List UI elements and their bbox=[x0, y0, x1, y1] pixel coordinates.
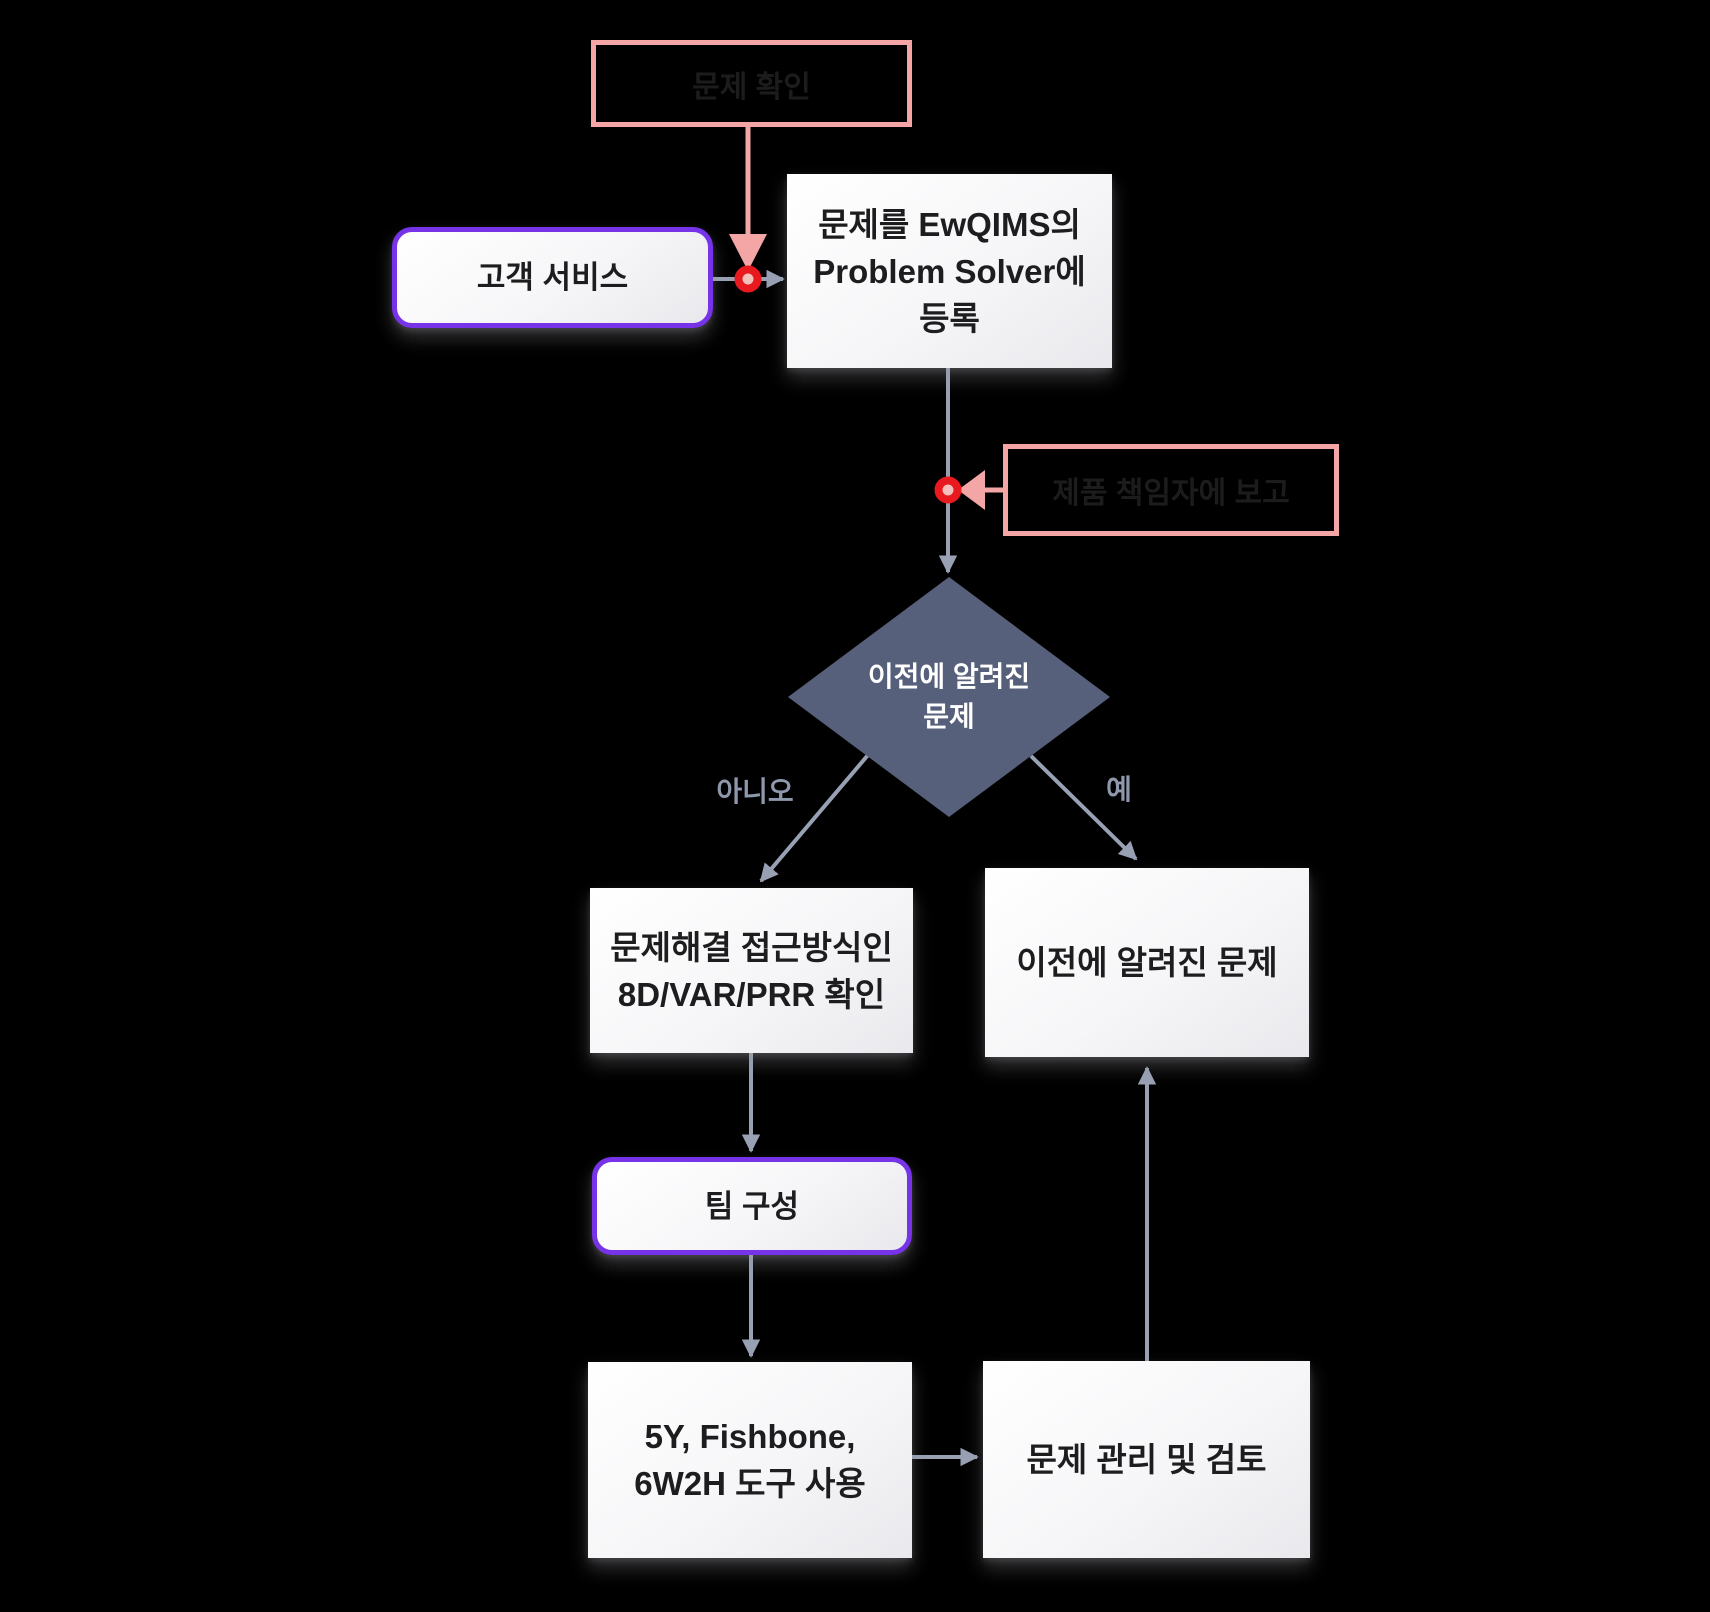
note-pointer-arrowhead-top bbox=[729, 234, 767, 271]
node-known-problem-label: 이전에 알려진 문제 bbox=[1016, 944, 1278, 981]
node-register-problem-line2: Problem Solver에 bbox=[813, 252, 1086, 290]
node-customer-service-label: 고객 서비스 bbox=[476, 260, 629, 295]
node-register-problem-line3: 등록 bbox=[919, 299, 980, 337]
note-report-owner: 제품 책임자에 보고 bbox=[1003, 444, 1339, 536]
node-check-approach-line2: 8D/VAR/PRR 확인 bbox=[617, 975, 886, 1013]
edge-decision-no bbox=[759, 753, 870, 883]
junction-dot-register bbox=[934, 476, 962, 504]
edge-decision-yes bbox=[1029, 754, 1138, 861]
node-known-problem: 이전에 알려진 문제 bbox=[985, 868, 1309, 1057]
decision-known-problem-line2: 문제 bbox=[923, 701, 975, 732]
branch-label-no: 아니오 bbox=[716, 776, 794, 807]
node-use-tools-line2: 6W2H 도구 사용 bbox=[634, 1465, 866, 1502]
node-use-tools: 5Y, Fishbone, 6W2H 도구 사용 bbox=[588, 1362, 912, 1558]
node-team-setup: 팀 구성 bbox=[592, 1157, 912, 1255]
node-check-approach-line1: 문제해결 접근방식인 bbox=[610, 928, 893, 966]
junction-dot-customer bbox=[734, 265, 762, 293]
node-manage-review-label: 문제 관리 및 검토 bbox=[1026, 1441, 1267, 1478]
node-check-approach: 문제해결 접근방식인 8D/VAR/PRR 확인 bbox=[590, 888, 913, 1053]
note-problem-identify-label: 문제 확인 bbox=[692, 70, 811, 104]
node-register-problem: 문제를 EwQIMS의 Problem Solver에 등록 bbox=[787, 174, 1112, 368]
node-team-setup-label: 팀 구성 bbox=[704, 1188, 800, 1224]
branch-label-yes: 예 bbox=[1106, 774, 1132, 805]
note-pointer-arrowhead-right bbox=[958, 470, 985, 510]
node-customer-service: 고객 서비스 bbox=[392, 227, 713, 328]
note-problem-identify: 문제 확인 bbox=[591, 40, 912, 127]
note-report-owner-label: 제품 책임자에 보고 bbox=[1052, 477, 1290, 510]
node-manage-review: 문제 관리 및 검토 bbox=[983, 1361, 1310, 1558]
node-use-tools-line1: 5Y, Fishbone, bbox=[644, 1418, 856, 1455]
node-register-problem-line1: 문제를 EwQIMS의 bbox=[818, 205, 1081, 243]
decision-known-problem-line1: 이전에 알려진 bbox=[867, 661, 1031, 692]
